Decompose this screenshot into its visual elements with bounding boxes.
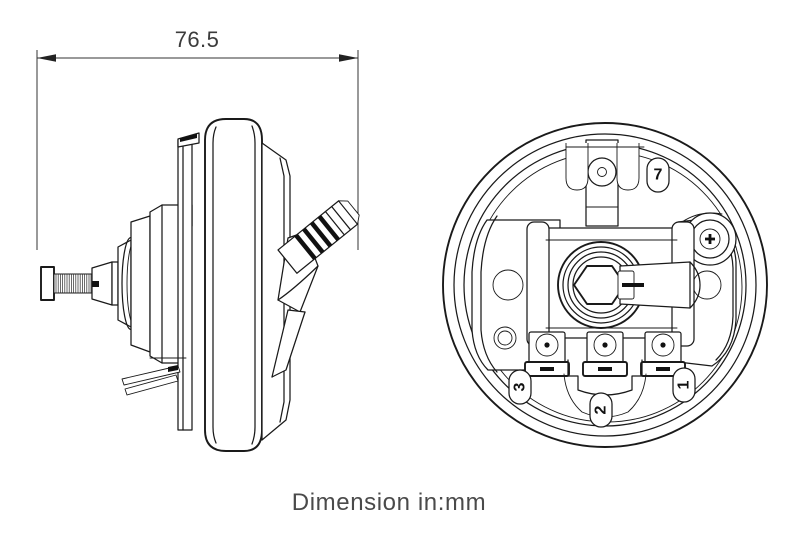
- post-2-tab-slot: [598, 367, 612, 371]
- blade-terminal-upper: [121, 365, 181, 386]
- u-slot-right: [616, 143, 640, 191]
- stem-thread-shaft: [53, 273, 93, 294]
- rounded-cover: [204, 118, 291, 452]
- tag-3-outline: [508, 369, 532, 405]
- plate-hole-large: [492, 269, 524, 301]
- plate-hole-small: [493, 326, 517, 350]
- blade-terminal-root: [168, 365, 178, 372]
- nipple-shank-group: [277, 200, 360, 274]
- tag-3-label: 3: [512, 382, 529, 391]
- tag-1-label: 1: [676, 380, 693, 389]
- lever-arm-end: [689, 261, 701, 309]
- lever-slot: [622, 283, 644, 287]
- terminal-tag-2: 2: [589, 392, 613, 428]
- thread-hatching: [55, 273, 92, 294]
- barbed-hose-nipple: [271, 200, 360, 378]
- terminal-post-3: [524, 331, 570, 377]
- dimension-value-label: 76.5: [175, 27, 219, 52]
- tag-7-outline: [646, 157, 670, 193]
- top-strap-assembly: [565, 139, 645, 227]
- hex-nut: [573, 265, 626, 305]
- cover-inner-seam-left: [212, 126, 217, 444]
- side-profile-view: [40, 118, 360, 452]
- tag-2-label: 2: [593, 405, 610, 414]
- rivet-screw-center: [597, 167, 607, 177]
- phillips-cross-icon: [705, 234, 715, 244]
- boss-shoulder: [130, 215, 151, 353]
- nipple-base-lower-fan: [271, 309, 306, 378]
- terminal-post-1: [640, 331, 686, 377]
- terminal-post-group: [524, 331, 686, 418]
- adjust-lever: [617, 261, 701, 309]
- terminal-tag-1: 1: [672, 367, 696, 403]
- dimension-arrow-left: [37, 54, 56, 62]
- plate-hole-small-inner: [497, 330, 513, 346]
- stem-head: [40, 266, 55, 301]
- nipple-tip: [338, 200, 360, 225]
- post-1-center: [660, 342, 666, 348]
- terminal-tag-group: 3 2 1 7: [508, 157, 696, 428]
- cover-inner-seam-right: [251, 125, 256, 445]
- dimension-annotation: 76.5: [36, 27, 359, 250]
- nipple-barb-ribs: [294, 205, 352, 261]
- screw-boss-highlight: [681, 212, 723, 223]
- rear-face-view: 3 2 1 7: [442, 122, 768, 448]
- sealing-boss-stack: [117, 215, 151, 353]
- stem-notch: [92, 281, 99, 287]
- post-3-tab-slot: [540, 367, 554, 371]
- threaded-stem-assembly: [40, 261, 119, 306]
- u-slot-left: [565, 143, 589, 191]
- blade-terminal-group: [121, 357, 187, 396]
- dimension-arrow-right: [339, 54, 358, 62]
- tag-7-label: 7: [654, 167, 663, 184]
- blade-terminal-lower: [124, 374, 179, 396]
- tag-2-outline: [589, 392, 613, 428]
- post-3-center: [544, 342, 550, 348]
- terminal-tag-3: 3: [508, 369, 532, 405]
- post-2-center: [602, 342, 608, 348]
- housing-mid-circle: [453, 133, 757, 437]
- body-flange-plate: [177, 139, 193, 431]
- center-hex-nut-assembly: [557, 241, 645, 329]
- dimension-unit-caption: Dimension in:mm: [292, 489, 486, 516]
- right-plate-hole: [692, 270, 722, 300]
- tag-1-outline: [672, 367, 696, 403]
- nipple-base-seam-upper: [277, 265, 319, 301]
- post-1-tab-slot: [656, 367, 670, 371]
- stem-collar-face: [111, 261, 119, 306]
- body-housing: [149, 132, 200, 431]
- flange-top-tab-shade: [180, 134, 197, 142]
- oval-plate-inner-edge: [480, 215, 498, 373]
- bracket-rail-left: [526, 221, 550, 347]
- terminal-tag-7: 7: [646, 157, 670, 193]
- terminal-post-2: [582, 331, 628, 377]
- phillips-screw-assembly: [681, 212, 737, 266]
